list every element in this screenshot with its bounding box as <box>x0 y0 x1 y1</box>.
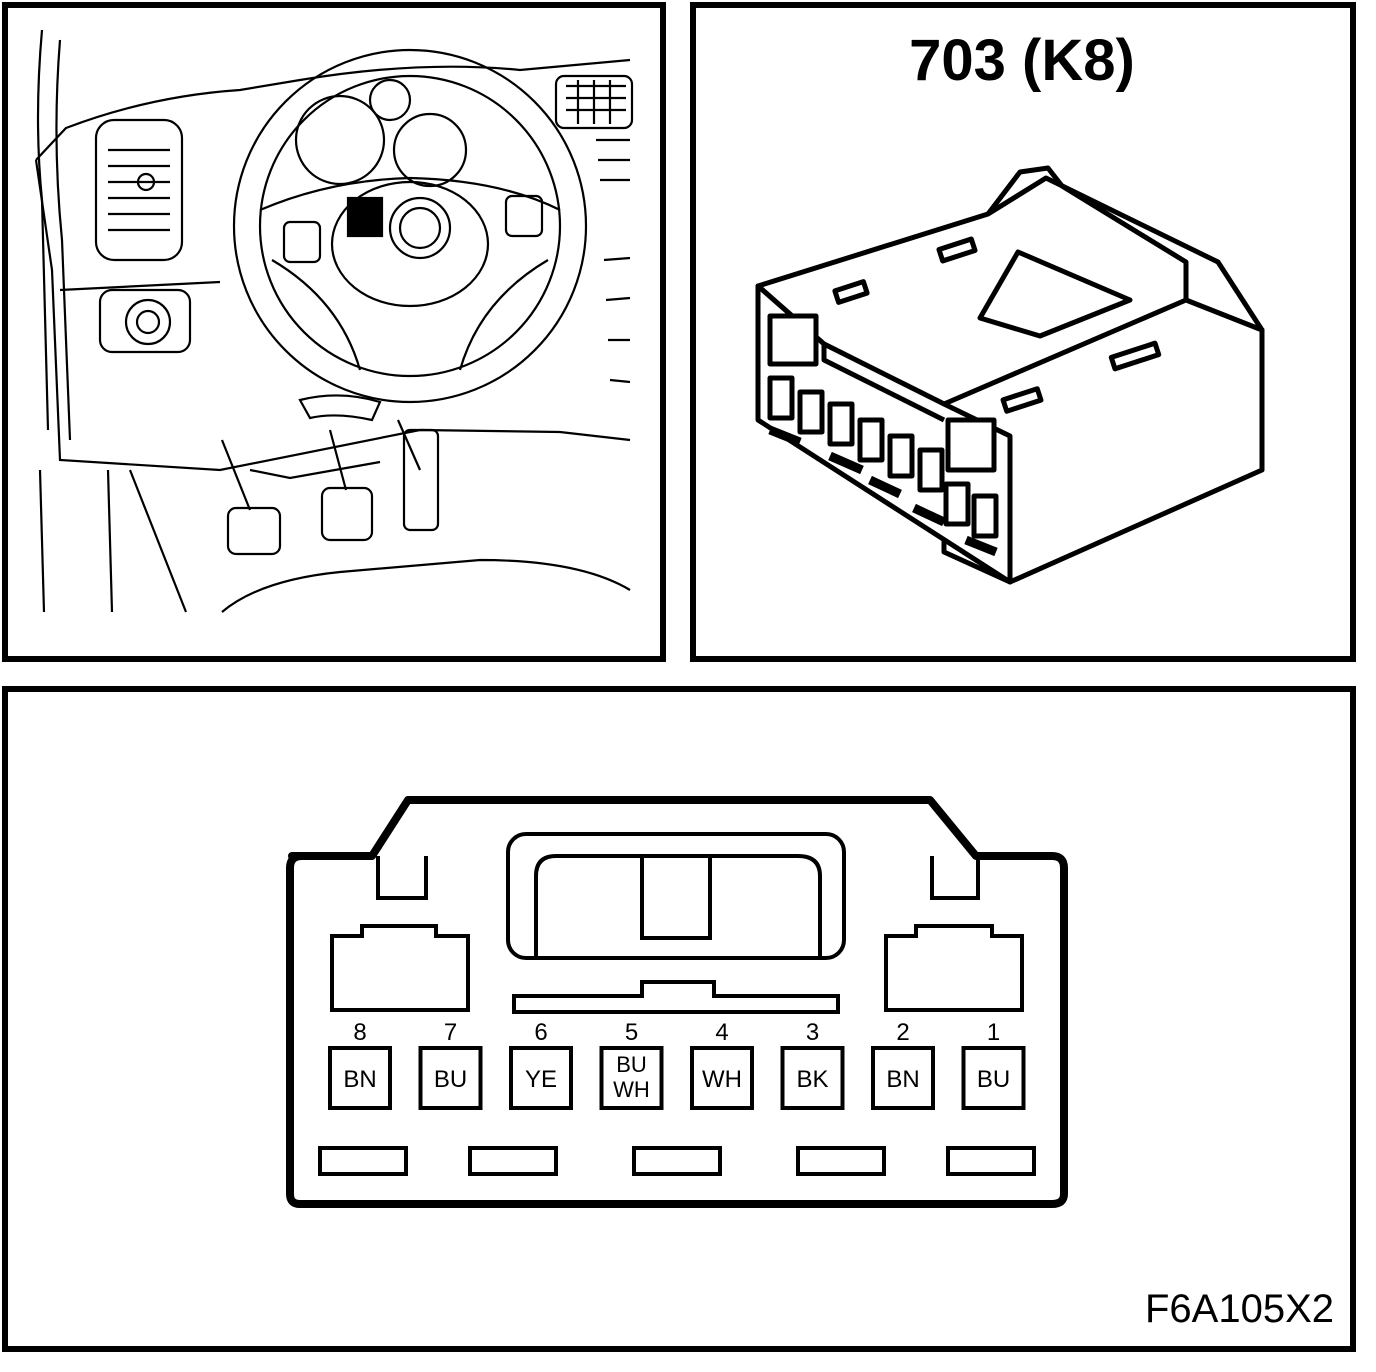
pin-2: 2BN <box>871 1019 935 1110</box>
left-notch <box>376 856 428 900</box>
clutch-pedal <box>226 506 282 556</box>
pin-cavity <box>509 1046 573 1110</box>
pin-cavity <box>599 1046 664 1110</box>
pin-number: 7 <box>444 1019 457 1046</box>
wire-color-label: BU <box>434 1066 467 1093</box>
wire-color-label: BU <box>977 1066 1010 1093</box>
pin-3: 3BK <box>780 1019 845 1110</box>
figure-code: F6A105X2 <box>1145 1287 1334 1331</box>
pin-number: 1 <box>987 1019 1000 1046</box>
pin-6: 6YE <box>509 1019 573 1110</box>
connector-3d-illustration <box>755 165 1265 585</box>
coding-rib <box>512 980 840 1014</box>
center-air-vent <box>554 74 634 130</box>
wire-color-label: BK <box>796 1066 828 1093</box>
brake-pedal <box>320 486 374 542</box>
panel-pinout <box>2 686 1356 1352</box>
bottom-slots <box>318 1146 1036 1176</box>
connector-title: 703 (K8) <box>909 28 1135 93</box>
left-air-vent <box>94 118 184 262</box>
wire-color-label: BN <box>343 1066 376 1093</box>
wire-color-label: WH <box>702 1066 742 1093</box>
light-switch <box>98 288 192 354</box>
steering-wheel <box>232 48 588 404</box>
pin-cavity <box>871 1046 935 1110</box>
pin-cavity <box>328 1046 392 1110</box>
right-notch <box>930 856 980 900</box>
bottom-slot <box>946 1146 1036 1176</box>
pin-number: 6 <box>534 1019 547 1046</box>
pin-number: 4 <box>715 1019 728 1046</box>
wire-color-label: BN <box>886 1066 919 1093</box>
left-large-cavity <box>330 924 470 1012</box>
panel-location <box>2 2 666 662</box>
bottom-slot <box>632 1146 722 1176</box>
dashboard-illustration <box>34 29 634 613</box>
connector-face-outline <box>286 796 1068 1208</box>
wire-color-label: WH <box>613 1077 650 1102</box>
brand-emblem <box>388 196 452 260</box>
pin-7: 7BU <box>418 1019 483 1110</box>
pin-1: 1BU <box>961 1019 1026 1110</box>
accelerator-pedal <box>402 428 440 532</box>
bottom-slot <box>318 1146 408 1176</box>
wire-color-label: YE <box>525 1066 557 1093</box>
steering-hub <box>330 180 490 308</box>
pin-number: 2 <box>896 1019 909 1046</box>
pin-4: 4WH <box>690 1019 754 1110</box>
pin-cavity <box>780 1046 845 1110</box>
pin-number: 5 <box>625 1019 638 1046</box>
pin-cavity <box>418 1046 483 1110</box>
right-large-cavity <box>884 924 1024 1012</box>
wire-color-label: BU <box>616 1052 647 1077</box>
pin-cavity <box>961 1046 1026 1110</box>
pin-8: 8BN <box>328 1019 392 1110</box>
pin-number: 8 <box>353 1019 366 1046</box>
bottom-slot <box>468 1146 558 1176</box>
pin-number: 3 <box>806 1019 819 1046</box>
latch-frame <box>506 832 846 960</box>
bottom-slot <box>796 1146 886 1176</box>
pin-cavity <box>690 1046 754 1110</box>
latch-center-tab <box>640 854 712 940</box>
